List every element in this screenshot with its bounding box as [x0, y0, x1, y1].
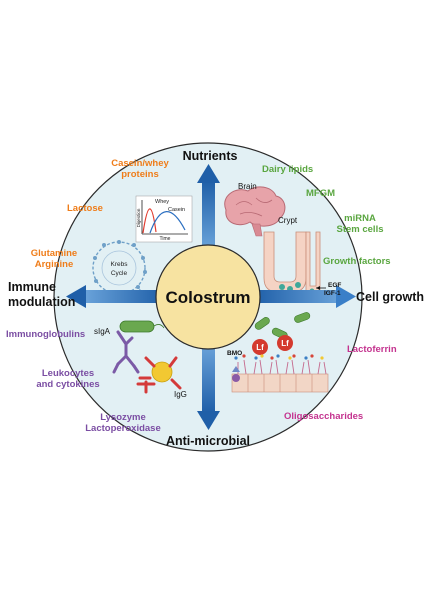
lf-label-1: Lf	[256, 343, 264, 352]
arrow-nutrients	[197, 164, 220, 249]
label-leukocytes-1: Leukocytes	[41, 368, 95, 379]
mini-chart-xlabel: Time	[160, 236, 171, 242]
arrow-cell-growth	[254, 285, 356, 308]
label-growth-factors: Growth factors	[323, 256, 391, 267]
label-egf: EGF	[328, 282, 342, 289]
center-circle	[155, 244, 261, 350]
lf-label-2: Lf	[281, 339, 289, 348]
label-lactoferrin: Lactoferrin	[347, 344, 397, 355]
label-immunoglobulins: Immunoglobulins	[6, 329, 86, 340]
label-siga: sIgA	[94, 327, 111, 336]
label-arginine: Arginine	[34, 259, 74, 270]
center-title: Colostrum	[166, 288, 251, 307]
lactoferrin-icon	[252, 335, 293, 355]
siga-antibody-icon	[112, 330, 140, 374]
axis-immune-line1: Immune	[8, 280, 56, 294]
krebs-label-2: Cycle	[111, 270, 128, 277]
label-leukocytes-2: and cytokines	[36, 379, 100, 390]
label-lysozyme: Lysozyme	[100, 412, 146, 423]
label-lactoperoxidase: Lactoperoxidase	[85, 423, 161, 434]
axis-nutrients: Nutrients	[182, 149, 238, 163]
label-casein-whey-1: Casein/whey	[111, 158, 169, 169]
label-crypt: Crypt	[278, 216, 298, 225]
brain-icon	[224, 186, 286, 237]
label-casein-whey-2: proteins	[121, 169, 159, 180]
epithelium-glycans-icon	[231, 354, 329, 393]
mini-chart-casein: Casein	[168, 207, 185, 213]
mini-chart-whey: Whey	[155, 199, 169, 205]
label-oligosaccharides: Oligosaccharides	[284, 411, 364, 422]
label-stem-cells: Stem cells	[336, 224, 384, 235]
arrow-anti-microbial	[197, 345, 220, 430]
krebs-label-1: Krebs	[111, 261, 129, 268]
igg-antibody-icon	[136, 356, 182, 394]
label-igf1: IGF-1	[324, 290, 341, 297]
label-lactose: Lactose	[67, 203, 103, 214]
bacteria-icon	[119, 320, 165, 333]
label-dairy-lipids: Dairy lipids	[262, 164, 314, 175]
label-glutamine: Glutamine	[30, 248, 78, 259]
axis-immune-line2: modulation	[8, 295, 76, 309]
label-mirna: miRNA	[344, 213, 376, 224]
arrow-immune-modulation	[66, 285, 164, 308]
label-mfgm: MFGM	[306, 188, 336, 199]
digestion-mini-chart	[135, 195, 193, 243]
axis-cell-growth: Cell growth	[356, 290, 424, 304]
label-brain: Brain	[238, 182, 257, 191]
axis-anti-microbial: Anti-microbial	[165, 434, 251, 448]
mini-chart-ylabel: Digestion	[136, 208, 141, 227]
label-igg: IgG	[174, 390, 187, 399]
label-bmo: BMO	[227, 350, 243, 357]
